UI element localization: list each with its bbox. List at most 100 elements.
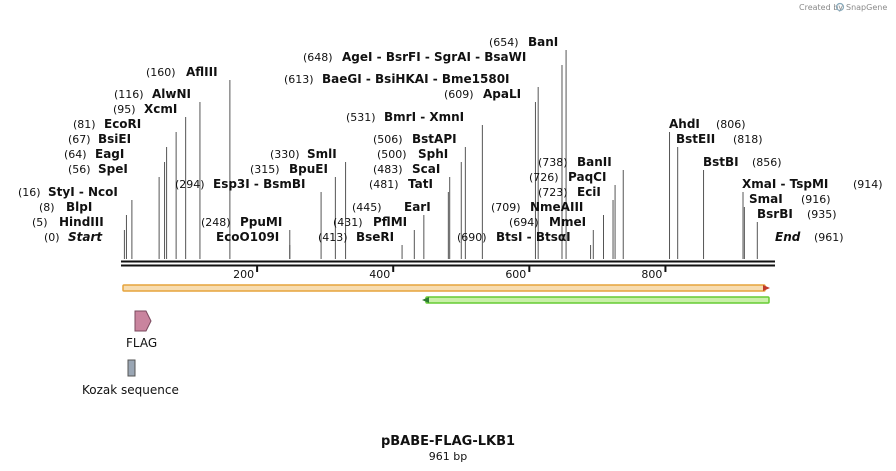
enzyme-position: (726) — [529, 171, 559, 184]
enzyme-name[interactable]: Esp3I - BsmBI — [213, 177, 305, 191]
enzyme-name[interactable]: PflMI — [373, 215, 407, 229]
enzyme-name[interactable]: SmlI — [307, 147, 337, 161]
enzyme-name[interactable]: EarI — [404, 200, 431, 214]
enzyme-position: (67) — [68, 133, 91, 146]
enzyme-name[interactable]: HindIII — [59, 215, 104, 229]
enzyme-position: (56) — [68, 163, 91, 176]
enzyme-name[interactable]: BseRI — [356, 230, 394, 244]
enzyme-leader-lines — [123, 50, 758, 259]
enzyme-name[interactable]: BpuEI — [289, 162, 328, 176]
enzyme-position: (738) — [538, 156, 568, 169]
plasmid-title: pBABE-FLAG-LKB1 — [381, 434, 515, 449]
enzyme-name[interactable]: BlpI — [66, 200, 92, 214]
created-by-text: Created by — [799, 3, 843, 12]
enzyme-position: (654) — [489, 36, 519, 49]
enzyme-name[interactable]: XmaI - TspMI — [742, 177, 828, 191]
enzyme-name[interactable]: BsrBI — [757, 207, 793, 221]
enzyme-name[interactable]: SpeI — [98, 162, 128, 176]
enzyme-name[interactable]: BanI — [528, 35, 558, 49]
enzyme-position: (8) — [39, 201, 55, 214]
enzyme-position: (16) — [18, 186, 41, 199]
snapgene-logo-icon — [835, 2, 845, 12]
enzyme-position: (248) — [201, 216, 231, 229]
enzyme-name[interactable]: TatI — [408, 177, 433, 191]
enzyme-name[interactable]: AflIII — [186, 65, 218, 79]
enzyme-position: (81) — [73, 118, 96, 131]
flag-arrow-icon — [134, 310, 152, 332]
enzyme-name[interactable]: XcmI — [144, 102, 177, 116]
enzyme-position: (315) — [250, 163, 280, 176]
enzyme-position: (413) — [318, 231, 348, 244]
enzyme-position: (500) — [377, 148, 407, 161]
enzyme-position: (294) — [175, 178, 205, 191]
enzyme-name[interactable]: BstEII — [676, 132, 715, 146]
end-name: End — [775, 230, 801, 244]
enzyme-position: (330) — [270, 148, 300, 161]
enzyme-name[interactable]: AgeI - BsrFI - SgrAI - BsaWI — [342, 50, 526, 64]
enzyme-position: (818) — [733, 133, 763, 146]
enzyme-position: (445) — [352, 201, 382, 214]
enzyme-name[interactable]: BstBI — [703, 155, 739, 169]
enzyme-name[interactable]: BmrI - XmnI — [384, 110, 464, 124]
enzyme-name[interactable]: AhdI — [669, 117, 700, 131]
enzyme-position: (64) — [64, 148, 87, 161]
enzyme-name[interactable]: BtsI - BtsαI — [496, 230, 571, 244]
enzyme-name[interactable]: ApaLI — [483, 87, 521, 101]
enzyme-name[interactable]: BanII — [577, 155, 612, 169]
enzyme-position: (531) — [346, 111, 376, 124]
enzyme-position: (935) — [807, 208, 837, 221]
feature-flag: FLAG — [126, 310, 157, 350]
feature-kozak: Kozak sequence — [82, 359, 179, 397]
enzyme-name[interactable]: NmeAIII — [530, 200, 583, 214]
enzyme-name[interactable]: SmaI — [749, 192, 783, 206]
enzyme-position: (609) — [444, 88, 474, 101]
enzyme-position: (431) — [333, 216, 363, 229]
start-name: Start — [68, 230, 103, 244]
enzyme-position: (914) — [853, 178, 883, 191]
enzyme-position: (613) — [284, 73, 314, 86]
enzyme-name[interactable]: EcoO109I — [216, 230, 279, 244]
enzyme-position: (709) — [491, 201, 521, 214]
enzyme-name[interactable]: ScaI — [412, 162, 440, 176]
enzyme-position: (5) — [32, 216, 48, 229]
enzyme-position: (694) — [509, 216, 539, 229]
enzyme-position: (723) — [538, 186, 568, 199]
feature-kozak-label: Kozak sequence — [82, 383, 179, 397]
enzyme-position: (916) — [801, 193, 831, 206]
enzyme-name[interactable]: PaqCI — [568, 170, 606, 184]
ruler-tick-label: 800 — [641, 268, 662, 281]
enzyme-position: (160) — [146, 66, 176, 79]
enzyme-name[interactable]: MmeI — [549, 215, 586, 229]
enzyme-name[interactable]: EagI — [95, 147, 124, 161]
enzyme-position: (856) — [752, 156, 782, 169]
enzyme-name[interactable]: EciI — [577, 185, 601, 199]
ruler-tick-label: 200 — [233, 268, 254, 281]
enzyme-position: (506) — [373, 133, 403, 146]
enzyme-name[interactable]: StyI - NcoI — [48, 185, 118, 199]
enzyme-position: (648) — [303, 51, 333, 64]
enzyme-position: (483) — [373, 163, 403, 176]
kozak-box-icon — [127, 359, 136, 377]
feature-flag-label: FLAG — [126, 336, 157, 350]
enzyme-position: (806) — [716, 118, 746, 131]
enzyme-name[interactable]: SphI — [418, 147, 448, 161]
enzyme-position: (116) — [114, 88, 144, 101]
enzyme-position: (690) — [457, 231, 487, 244]
plasmid-length: 961 bp — [429, 450, 467, 463]
snapgene-brand-text: SnapGene — [846, 3, 887, 12]
orf-reverse — [422, 296, 770, 304]
enzyme-name[interactable]: BstAPI — [412, 132, 457, 146]
start-label: (0) Start — [44, 230, 103, 244]
enzyme-position: (95) — [113, 103, 136, 116]
enzyme-name[interactable]: BaeGI - BsiHKAI - Bme1580I — [322, 72, 510, 86]
start-position: (0) — [44, 231, 60, 244]
end-position: (961) — [814, 231, 844, 244]
enzyme-name[interactable]: PpuMI — [240, 215, 282, 229]
enzyme-name[interactable]: EcoRI — [104, 117, 141, 131]
enzyme-labels: (5) HindIII (8) BlpI (16) StyI - NcoI (56) SpeI… — [18, 35, 883, 244]
enzyme-name[interactable]: AlwNI — [152, 87, 191, 101]
enzyme-name[interactable]: BsiEI — [98, 132, 131, 146]
ruler-tick-label: 400 — [369, 268, 390, 281]
